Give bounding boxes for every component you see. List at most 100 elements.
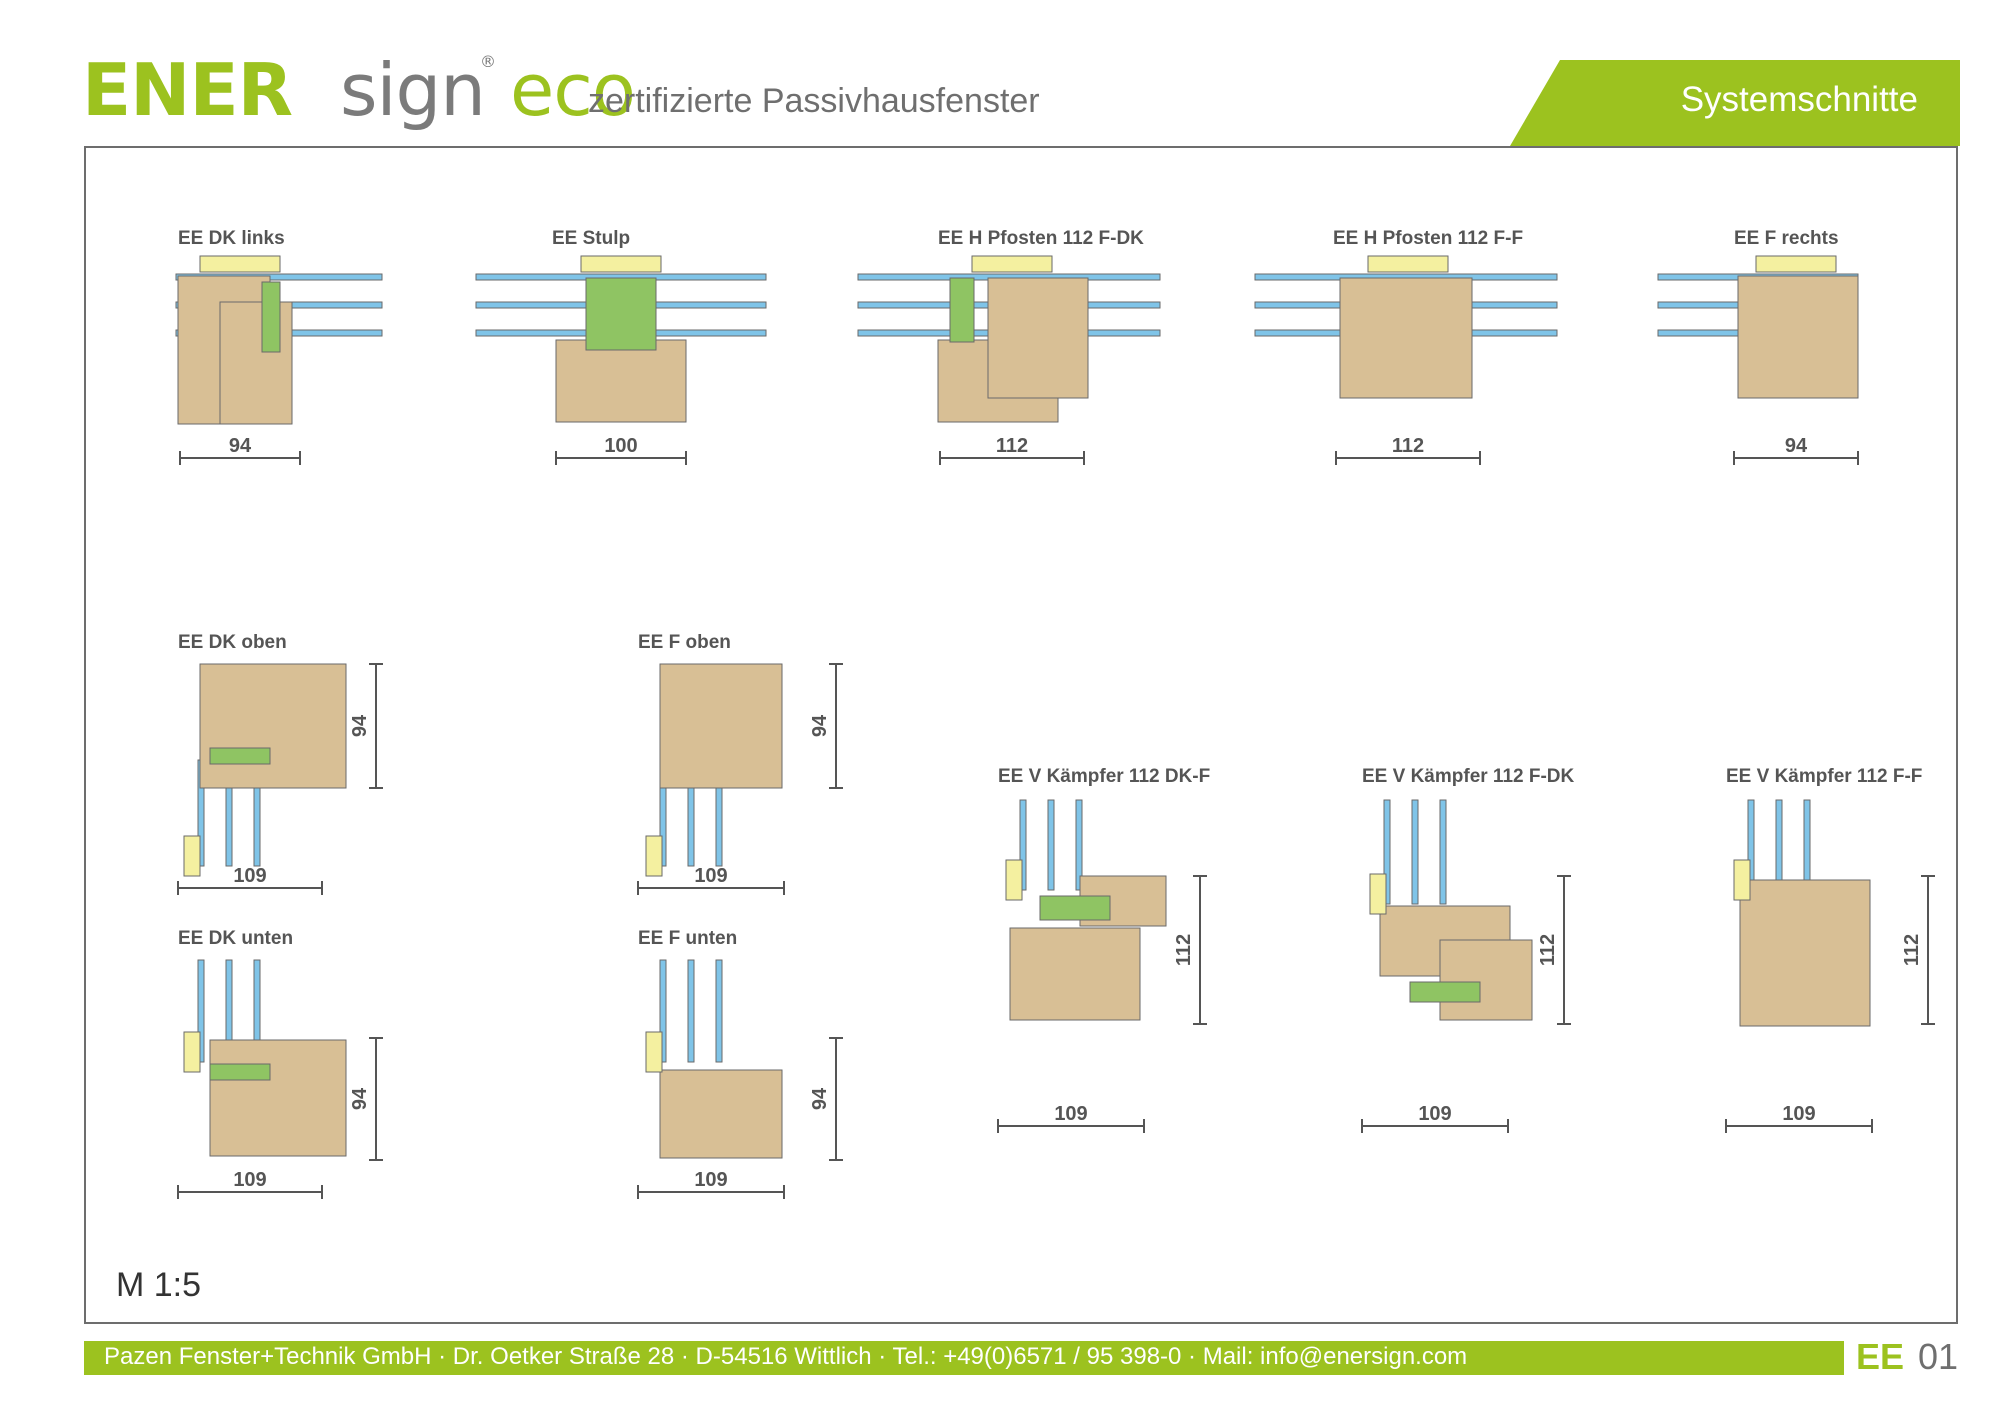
dk-unten-wood-profile-1 <box>209 1039 347 1157</box>
stulp-title: EE Stulp <box>552 228 630 249</box>
dk-unten-title: EE DK unten <box>178 928 293 949</box>
page-number: 01 <box>1918 1336 1959 1377</box>
stulp-wood-profile-1 <box>555 339 687 423</box>
pfosten-ff-title: EE H Pfosten 112 F-F <box>1333 228 1523 249</box>
pfosten-fdk-wood-profile-2 <box>987 277 1089 399</box>
logo-sign: sign <box>340 48 486 132</box>
dk-oben-width-label: 109 <box>233 865 266 887</box>
kaempfer-ff-glass-pane-3 <box>1803 799 1811 891</box>
pfosten-ff-wood-profile-1 <box>1339 277 1473 399</box>
kaempfer-dkf-glass-pane-1 <box>1019 799 1027 891</box>
kaempfer-fdk-title: EE V Kämpfer 112 F-DK <box>1362 766 1575 787</box>
section-stulp: EE Stulp 100 <box>475 228 767 465</box>
stulp-insulation-1 <box>585 277 657 351</box>
section-dk-unten: EE DK unten 109 94 <box>177 928 383 1199</box>
logo-registered-mark: ® <box>480 52 496 71</box>
f-oben-width-label: 109 <box>694 865 727 887</box>
f-unten-wood-profile-1 <box>659 1069 783 1159</box>
logo-eco: eco <box>510 48 636 132</box>
f-rechts-hardware <box>1755 255 1837 273</box>
header-tab: Systemschnitte <box>1510 60 1960 146</box>
kaempfer-dkf-hardware <box>1005 859 1023 901</box>
kaempfer-ff-height-label: 112 <box>1901 934 1923 966</box>
section-pfosten-ff: EE H Pfosten 112 F-F 112 <box>1254 228 1558 465</box>
f-rechts-wood-profile-1 <box>1737 275 1859 399</box>
kaempfer-fdk-glass-pane-3 <box>1439 799 1447 905</box>
scale-label: M 1:5 <box>116 1266 202 1304</box>
pfosten-fdk-width-label: 112 <box>996 435 1028 457</box>
dk-unten-insulation-1 <box>209 1063 271 1081</box>
page-code: EE <box>1856 1336 1905 1377</box>
section-f-rechts: EE F rechts 94 <box>1657 228 1859 465</box>
pfosten-ff-width-label: 112 <box>1392 435 1424 457</box>
dk-oben-hardware <box>183 835 201 877</box>
dk-unten-glass-pane-1 <box>197 959 205 1063</box>
section-kaempfer-fdk: EE V Kämpfer 112 F-DK 109 112 <box>1361 766 1575 1133</box>
pfosten-fdk-hardware <box>971 255 1053 273</box>
pfosten-ff-hardware <box>1367 255 1449 273</box>
section-f-oben: EE F oben 109 94 <box>637 632 843 895</box>
section-pfosten-fdk: EE H Pfosten 112 F-DK 112 <box>857 228 1161 465</box>
tagline: zertifizierte Passivhausfenster <box>588 82 1040 120</box>
pfosten-fdk-title: EE H Pfosten 112 F-DK <box>938 228 1144 249</box>
dk-unten-hardware <box>183 1031 201 1073</box>
footer-bar: Pazen Fenster+Technik GmbH · Dr. Oetker … <box>84 1341 1844 1375</box>
footer-contact: Pazen Fenster+Technik GmbH · Dr. Oetker … <box>104 1343 1468 1370</box>
kaempfer-ff-hardware <box>1733 859 1751 901</box>
kaempfer-fdk-glass-pane-2 <box>1411 799 1419 905</box>
stulp-width-label: 100 <box>604 435 637 457</box>
f-oben-hardware <box>645 835 663 877</box>
f-oben-height-label: 94 <box>809 714 831 737</box>
kaempfer-ff-glass-pane-2 <box>1775 799 1783 891</box>
kaempfer-fdk-wood-profile-2 <box>1439 939 1533 1021</box>
kaempfer-ff-wood-profile-1 <box>1739 879 1871 1027</box>
kaempfer-fdk-width-label: 109 <box>1418 1103 1451 1125</box>
section-f-unten: EE F unten 109 94 <box>637 928 843 1199</box>
kaempfer-dkf-glass-pane-2 <box>1047 799 1055 891</box>
kaempfer-dkf-wood-profile-2 <box>1009 927 1141 1021</box>
kaempfer-dkf-height-label: 112 <box>1173 934 1195 966</box>
f-unten-hardware <box>645 1031 663 1073</box>
kaempfer-fdk-hardware <box>1369 873 1387 915</box>
logo-ener: ENER <box>82 48 293 132</box>
f-unten-height-label: 94 <box>809 1087 831 1110</box>
f-unten-glass-pane-2 <box>687 959 695 1063</box>
kaempfer-fdk-height-label: 112 <box>1537 934 1559 966</box>
dk-oben-height-label: 94 <box>349 714 371 737</box>
kaempfer-ff-title: EE V Kämpfer 112 F-F <box>1726 766 1922 787</box>
dk-oben-insulation-1 <box>209 747 271 765</box>
kaempfer-dkf-glass-pane-3 <box>1075 799 1083 891</box>
pfosten-fdk-insulation-1 <box>949 277 975 343</box>
f-unten-title: EE F unten <box>638 928 737 949</box>
header-tab-shape <box>1510 60 1960 146</box>
dk-links-insulation-1 <box>261 281 281 353</box>
dk-links-hardware <box>199 255 281 273</box>
f-oben-title: EE F oben <box>638 632 731 653</box>
stulp-hardware <box>580 255 662 273</box>
dk-oben-title: EE DK oben <box>178 632 287 653</box>
dk-oben-wood-profile-1 <box>199 663 347 789</box>
f-oben-wood-profile-1 <box>659 663 783 789</box>
dk-links-title: EE DK links <box>178 228 285 249</box>
dk-unten-width-label: 109 <box>233 1169 266 1191</box>
dk-links-glass-pane-1 <box>175 273 383 281</box>
dk-links-width-label: 94 <box>229 435 252 457</box>
f-rechts-width-label: 94 <box>1785 435 1808 457</box>
header-tab-label: Systemschnitte <box>1680 80 1918 119</box>
f-unten-glass-pane-3 <box>715 959 723 1063</box>
dk-links-wood-profile-2 <box>219 301 293 425</box>
section-kaempfer-ff: EE V Kämpfer 112 F-F 109 112 <box>1725 766 1935 1133</box>
f-unten-glass-pane-1 <box>659 959 667 1063</box>
f-unten-width-label: 109 <box>694 1169 727 1191</box>
kaempfer-dkf-width-label: 109 <box>1054 1103 1087 1125</box>
kaempfer-ff-width-label: 109 <box>1782 1103 1815 1125</box>
dk-unten-height-label: 94 <box>349 1087 371 1110</box>
kaempfer-fdk-insulation-1 <box>1409 981 1481 1003</box>
section-kaempfer-dkf: EE V Kämpfer 112 DK-F 109 112 <box>997 766 1210 1133</box>
kaempfer-dkf-title: EE V Kämpfer 112 DK-F <box>998 766 1210 787</box>
kaempfer-fdk-glass-pane-1 <box>1383 799 1391 905</box>
drawing-frame <box>84 146 1958 1324</box>
section-dk-oben: EE DK oben 109 94 <box>177 632 383 895</box>
f-rechts-title: EE F rechts <box>1734 228 1839 249</box>
